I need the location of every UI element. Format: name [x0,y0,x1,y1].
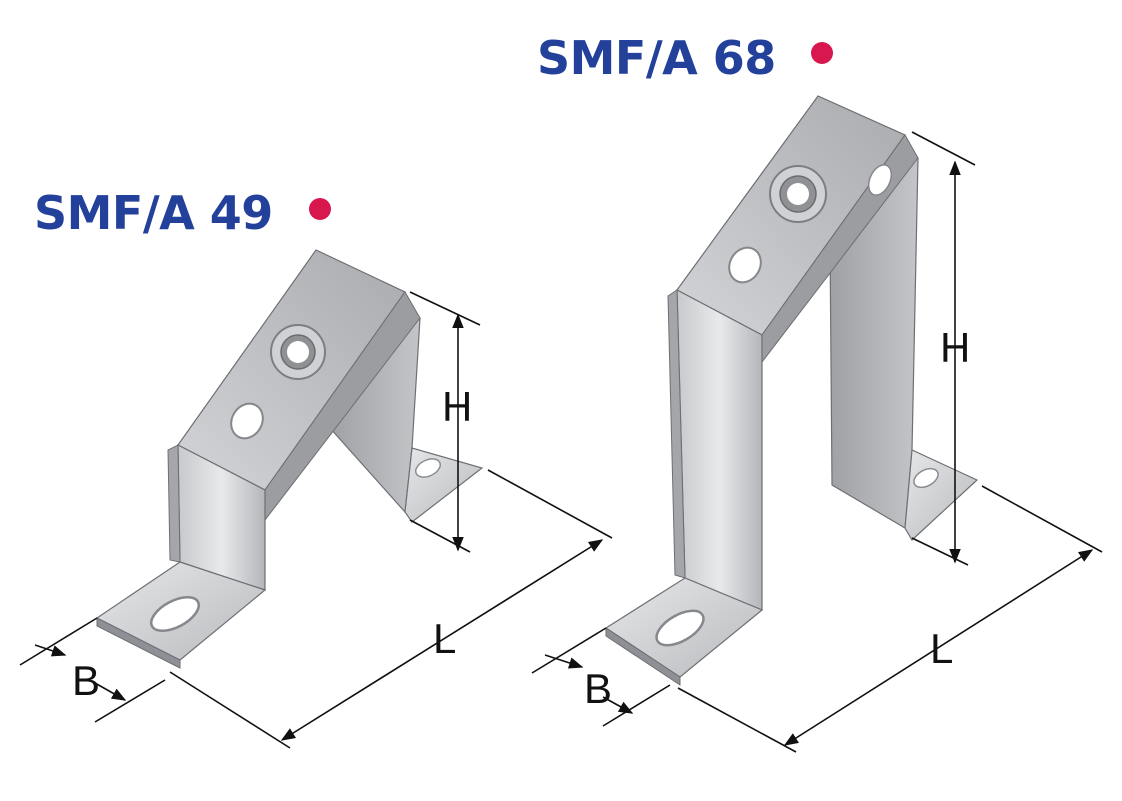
bracket-smfa68 [604,95,979,686]
dimensions-smfa68 [531,131,1103,753]
product-title-smfa49: SMF/A 49 [34,186,273,240]
dim-label-h-smfa49: H [442,383,472,430]
dim-label-h-smfa68: H [940,324,970,371]
marker-dot-smfa68 [811,42,833,64]
product-title-smfa68: SMF/A 68 [537,31,776,85]
marker-dot-smfa49 [309,198,331,220]
dim-label-b-smfa68: B [584,665,612,712]
dim-label-l-smfa49: L [433,615,456,662]
dim-label-l-smfa68: L [930,625,953,672]
bracket-smfa49 [95,249,484,669]
dim-label-b-smfa49: B [72,657,100,704]
dimensions-smfa49 [19,291,613,749]
